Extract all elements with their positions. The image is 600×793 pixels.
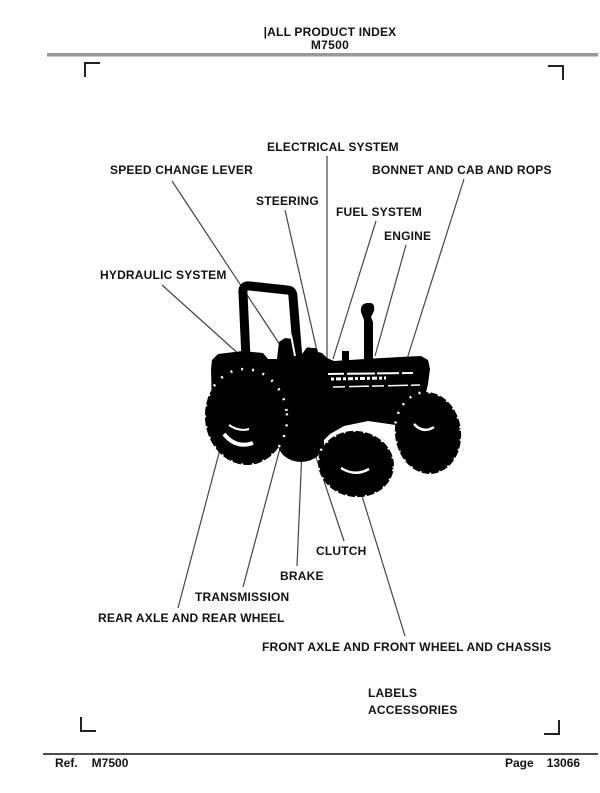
rops-frame — [238, 281, 303, 360]
crop-mark-bottom-left-icon — [80, 717, 96, 732]
leader-steering — [284, 209, 318, 352]
leader-speed-change-lever — [171, 180, 291, 361]
label-transmission[interactable]: TRANSMISSION — [195, 590, 290, 604]
page-label: Page — [505, 756, 534, 770]
tractor-body — [203, 281, 463, 499]
header-rule — [47, 53, 598, 57]
page-value: 13066 — [546, 756, 581, 770]
leader-fuel-system — [332, 220, 377, 360]
label-fuel-system[interactable]: FUEL SYSTEM — [336, 205, 422, 219]
footer-page: Page 13066 — [505, 756, 580, 770]
label-steering[interactable]: STEERING — [256, 194, 319, 208]
model-number: M7500 — [310, 38, 350, 52]
leader-bonnet — [406, 178, 465, 360]
leader-brake — [296, 449, 303, 567]
label-rear-axle-and-rear-wheel[interactable]: REAR AXLE AND REAR WHEEL — [98, 611, 285, 625]
label-clutch[interactable]: CLUTCH — [316, 544, 367, 558]
label-front-axle-and-front-wheel-and-chassis[interactable]: FRONT AXLE AND FRONT WHEEL AND CHASSIS — [262, 640, 552, 654]
rear-wheel — [204, 369, 288, 465]
label-brake[interactable]: BRAKE — [280, 569, 324, 583]
exhaust-pipe — [360, 303, 375, 362]
ref-value: M7500 — [91, 756, 129, 770]
footer-rule — [43, 753, 598, 755]
label-electrical-system[interactable]: ELECTRICAL SYSTEM — [267, 140, 399, 154]
crop-mark-top-right-icon — [548, 65, 564, 80]
leader-rear-axle — [177, 437, 224, 609]
label-labels[interactable]: LABELS — [368, 686, 418, 700]
label-engine[interactable]: ENGINE — [384, 229, 432, 243]
leader-hydraulic-system — [161, 284, 243, 358]
leader-transmission — [242, 436, 284, 588]
leader-front-axle — [361, 495, 406, 637]
ref-label: Ref. — [55, 756, 78, 770]
front-wheel-near — [318, 430, 394, 498]
front-wheel-far — [394, 392, 462, 474]
label-accessories[interactable]: ACCESSORIES — [368, 703, 458, 717]
label-bonnet-and-cab-and-rops[interactable]: BONNET AND CAB AND ROPS — [372, 163, 552, 177]
label-hydraulic-system[interactable]: HYDRAULIC SYSTEM — [100, 268, 227, 282]
crop-mark-top-left-icon — [84, 62, 100, 77]
label-speed-change-lever[interactable]: SPEED CHANGE LEVER — [110, 163, 253, 177]
crop-mark-bottom-right-icon — [544, 720, 560, 735]
leader-engine — [374, 244, 407, 357]
page-title: |ALL PRODUCT INDEX — [263, 25, 397, 39]
footer-ref: Ref. M7500 — [55, 756, 128, 770]
